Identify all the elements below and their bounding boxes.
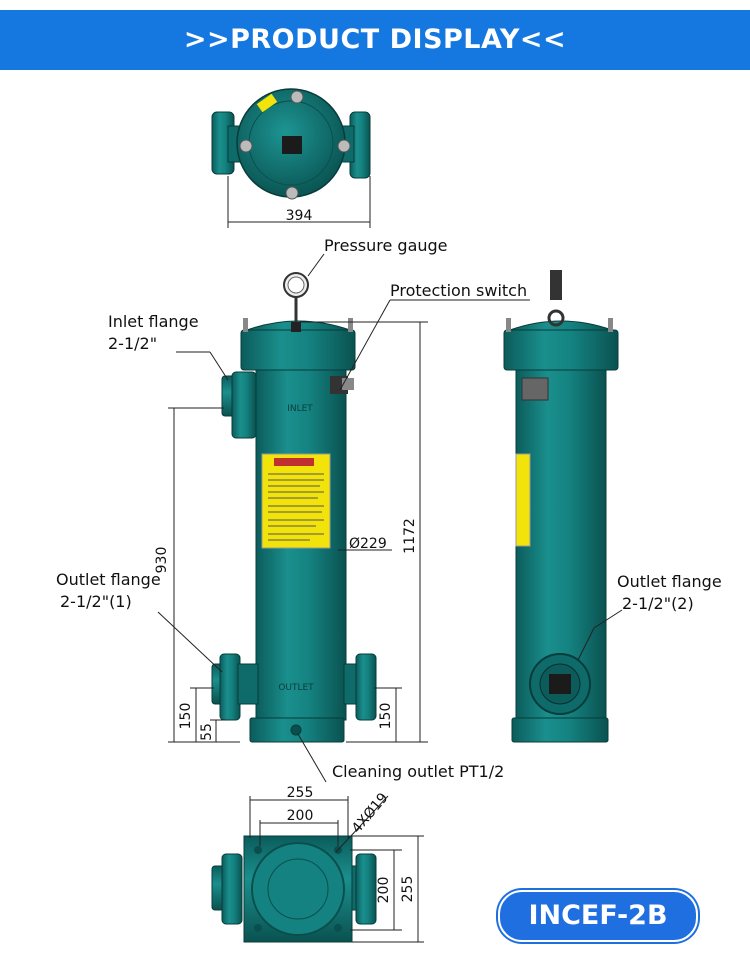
dim-bottom-255: 255 [287, 785, 314, 801]
top-view: 394 [211, 88, 371, 228]
label-outlet-flange1-line1: Outlet flange [56, 570, 161, 589]
label-inlet-flange-line1: Inlet flange [108, 312, 199, 331]
front-view: INLET OUTLET [56, 236, 530, 783]
label-outlet-flange2-line1: Outlet flange [617, 572, 722, 591]
label-cleaning-outlet: Cleaning outlet PT1/2 [332, 762, 504, 781]
inlet-marking: INLET [287, 404, 313, 414]
header-banner: >>PRODUCT DISPLAY<< [0, 10, 750, 70]
outlet-marking: OUTLET [278, 683, 314, 693]
dim-top-width: 394 [286, 208, 313, 224]
label-pressure-gauge: Pressure gauge [324, 236, 448, 255]
dim-150-left: 150 [178, 703, 194, 730]
dim-55: 55 [199, 723, 215, 741]
dim-bottom-200: 200 [287, 808, 314, 824]
model-name: INCEF-2B [528, 900, 668, 931]
header-title: >>PRODUCT DISPLAY<< [183, 24, 567, 55]
dim-930: 930 [154, 547, 170, 574]
label-outlet-flange1-line2: 2-1/2"(1) [60, 592, 132, 611]
dim-150-right: 150 [378, 703, 394, 730]
label-protection-switch: Protection switch [390, 281, 527, 300]
label-outlet-flange2-line2: 2-1/2"(2) [622, 594, 694, 613]
dim-holes: 4XØ19 [349, 790, 392, 837]
dim-side-200: 200 [376, 877, 392, 904]
label-inlet-flange-line2: 2-1/2" [108, 334, 157, 353]
side-view: Outlet flange 2-1/2"(2) [503, 270, 722, 743]
dim-side-255: 255 [400, 876, 416, 903]
model-badge: INCEF-2B [498, 890, 698, 942]
dim-1172: 1172 [402, 518, 418, 554]
dim-diameter: Ø229 [349, 536, 387, 552]
bottom-view: 255 200 4XØ19 200 255 [211, 785, 424, 943]
